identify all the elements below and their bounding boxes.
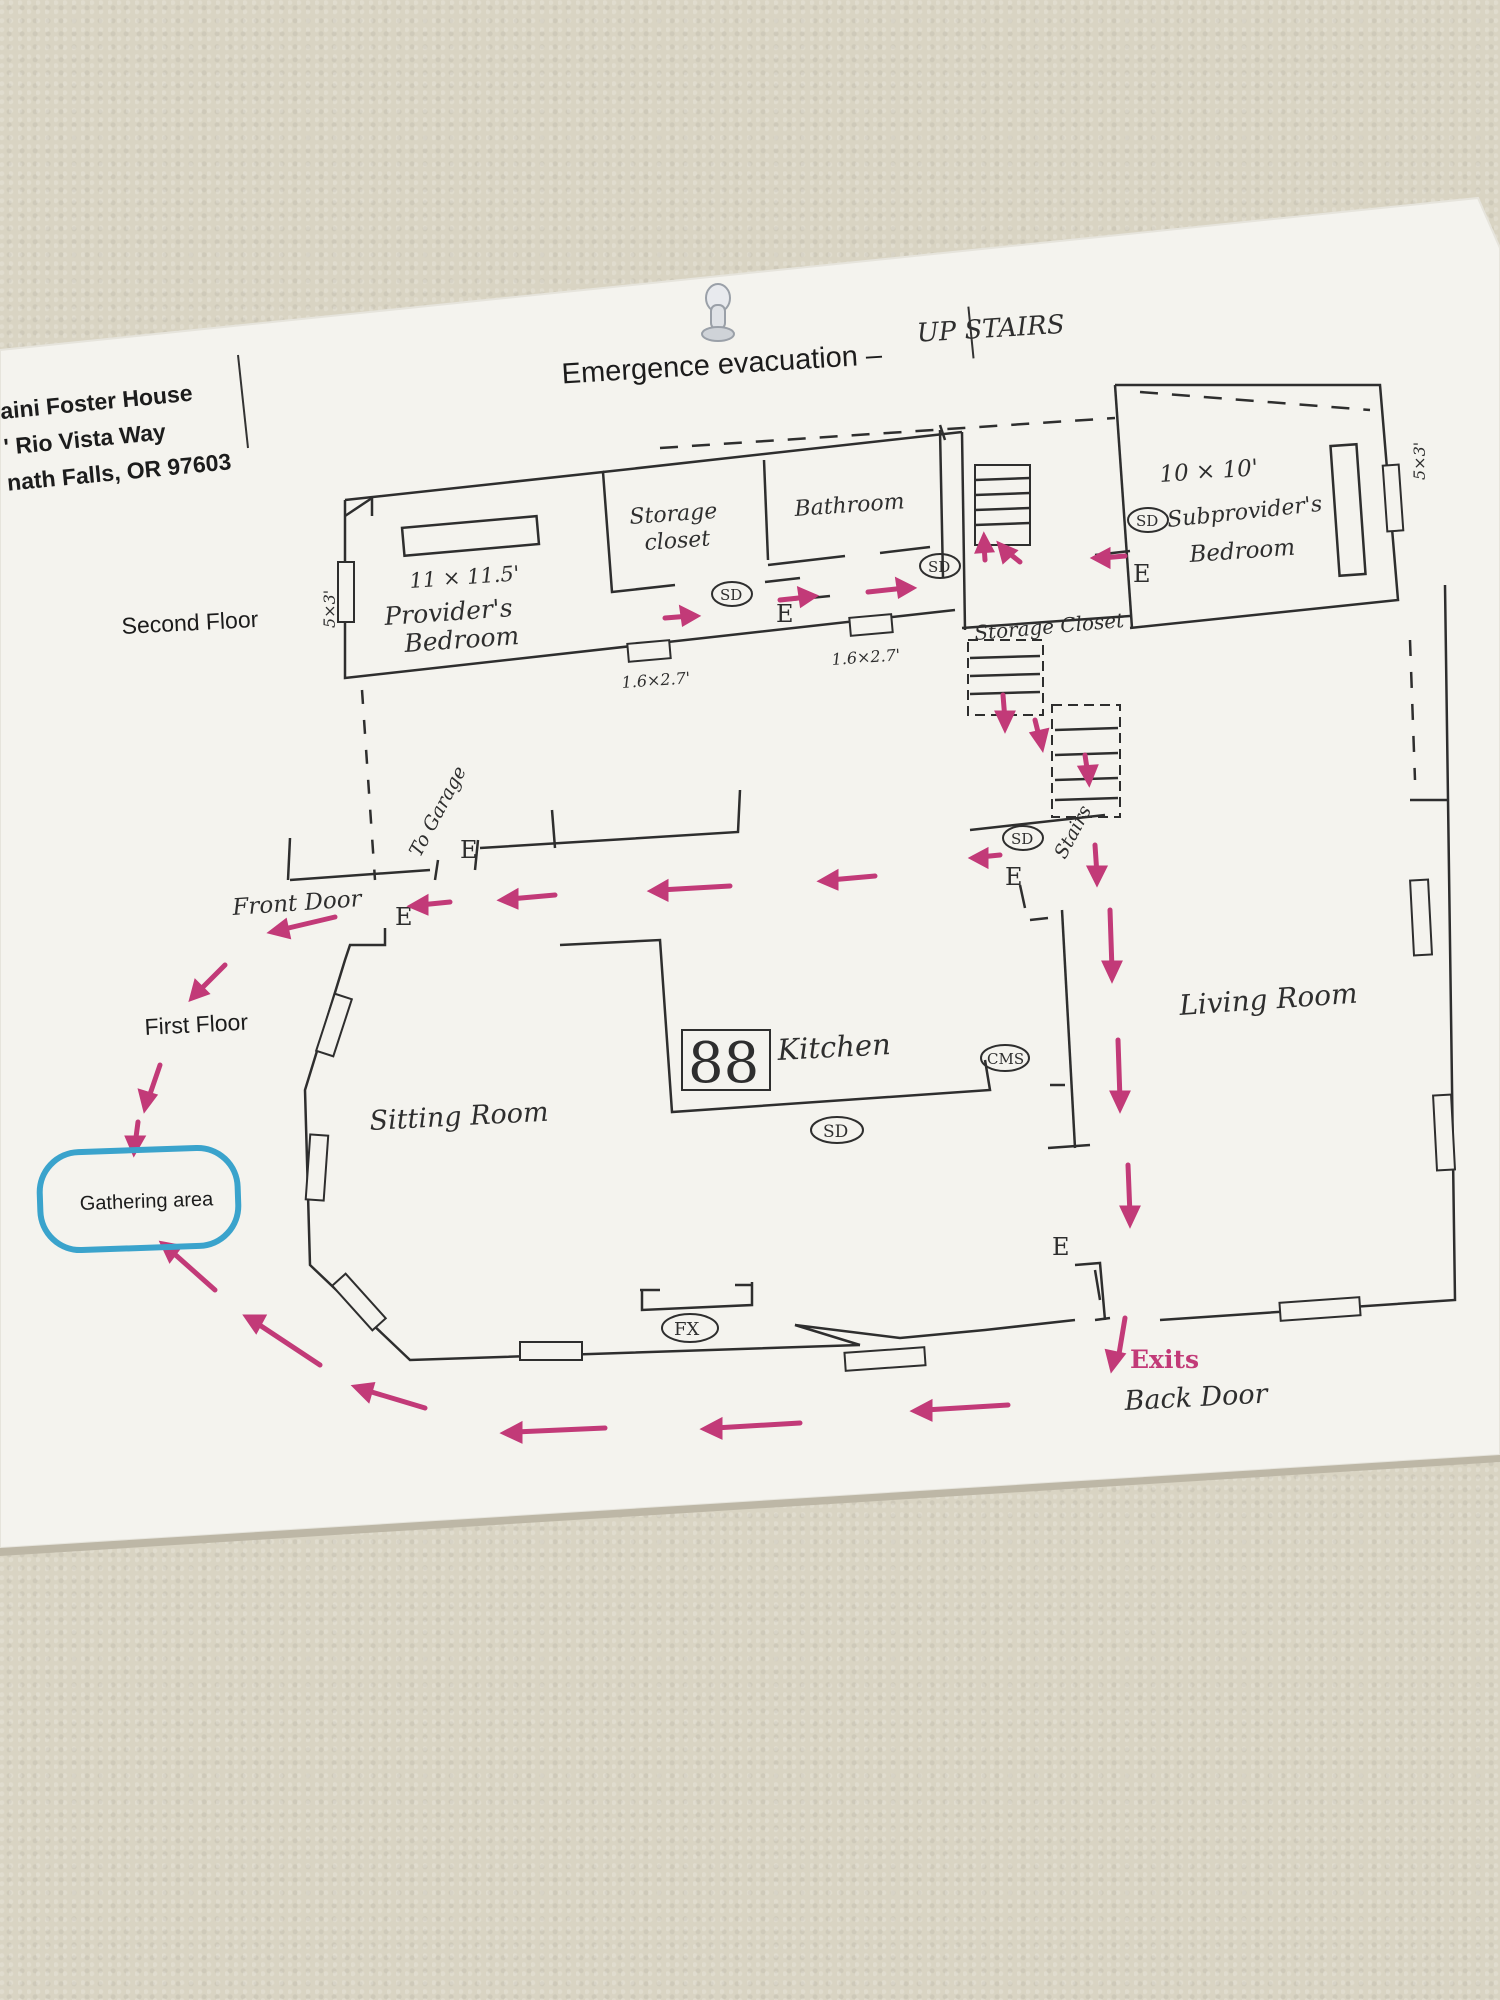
arrow-down-icon bbox=[1109, 1037, 1131, 1114]
exit-sign-icon: E bbox=[460, 836, 478, 864]
co-monitor-icon: CMS bbox=[987, 1050, 1024, 1068]
arrow-down-icon bbox=[124, 1119, 147, 1158]
arrow-left-icon bbox=[499, 1420, 608, 1444]
arrow-up-icon bbox=[974, 531, 996, 563]
gathering-area-label: Gathering area bbox=[79, 1188, 214, 1215]
exit-sign-icon: E bbox=[1005, 863, 1023, 891]
arrow-down-icon bbox=[1119, 1162, 1141, 1229]
smoke-detector-icon: SD bbox=[1011, 830, 1033, 848]
back-door-label: Back Door bbox=[1123, 1378, 1271, 1417]
window-size-b: 1.6×2.7' bbox=[831, 645, 901, 669]
arrow-left-icon bbox=[1089, 546, 1128, 570]
window-size-left: 5×3' bbox=[320, 590, 339, 628]
window-size-a: 1.6×2.7' bbox=[621, 668, 691, 692]
arrow-left-icon bbox=[699, 1416, 803, 1440]
arrow-right-icon bbox=[865, 576, 918, 600]
arrow-down-icon bbox=[1101, 907, 1123, 984]
arrow-left-icon bbox=[816, 868, 878, 891]
kitchen-label: Kitchen bbox=[776, 1027, 892, 1067]
exit-sign-icon: E bbox=[1133, 560, 1151, 588]
first-floor-label: First Floor bbox=[144, 1009, 249, 1040]
smoke-detector-icon: SD bbox=[928, 558, 950, 576]
paper-shadow bbox=[0, 1455, 1500, 1556]
arrow-down-icon bbox=[1076, 752, 1099, 788]
smoke-detector-icon: SD bbox=[823, 1122, 848, 1142]
title-tick bbox=[967, 306, 975, 359]
fire-extinguisher-icon: FX bbox=[674, 1319, 699, 1340]
arrow-down-icon bbox=[994, 692, 1016, 734]
window-size-right: 5×3' bbox=[1410, 442, 1429, 480]
arrow-left-icon bbox=[646, 878, 733, 903]
arrow-right-icon bbox=[662, 604, 702, 628]
arrow-left-icon bbox=[967, 846, 1003, 870]
exit-sign-icon: E bbox=[1052, 1233, 1070, 1261]
windows bbox=[304, 463, 1457, 1372]
smoke-detector-icon: SD bbox=[720, 586, 742, 604]
header-divider bbox=[237, 354, 249, 449]
arrow-down-icon bbox=[1028, 717, 1050, 753]
arrow-up-icon bbox=[996, 540, 1023, 565]
burners-icon: 88 bbox=[688, 1031, 759, 1096]
arrow-down-left-icon bbox=[188, 962, 228, 1002]
arrow-left-icon bbox=[909, 1398, 1011, 1422]
arrow-left-icon bbox=[266, 914, 338, 940]
storage-closet-1: Storage bbox=[629, 499, 718, 530]
paper-sheet bbox=[0, 196, 1500, 1550]
arrow-down-icon bbox=[137, 1062, 163, 1114]
arrow-right-icon bbox=[777, 585, 820, 609]
exit-sign-icon: E bbox=[395, 903, 413, 931]
arrow-left-icon bbox=[496, 887, 558, 910]
arrow-left-icon bbox=[242, 1314, 323, 1368]
storage-closet-1b: closet bbox=[644, 526, 711, 556]
arrow-left-icon bbox=[350, 1382, 428, 1411]
pushpin-icon bbox=[701, 283, 735, 342]
arrow-down-icon bbox=[1104, 1315, 1128, 1374]
exit-sign-icon: E bbox=[776, 600, 794, 628]
exits-label: Exits bbox=[1130, 1345, 1199, 1374]
smoke-detector-icon: SD bbox=[1136, 512, 1158, 530]
safety-symbols bbox=[661, 507, 1169, 1343]
arrow-left-icon bbox=[406, 893, 453, 916]
gathering-area-outline bbox=[36, 1144, 242, 1254]
arrow-down-icon bbox=[1085, 842, 1109, 888]
